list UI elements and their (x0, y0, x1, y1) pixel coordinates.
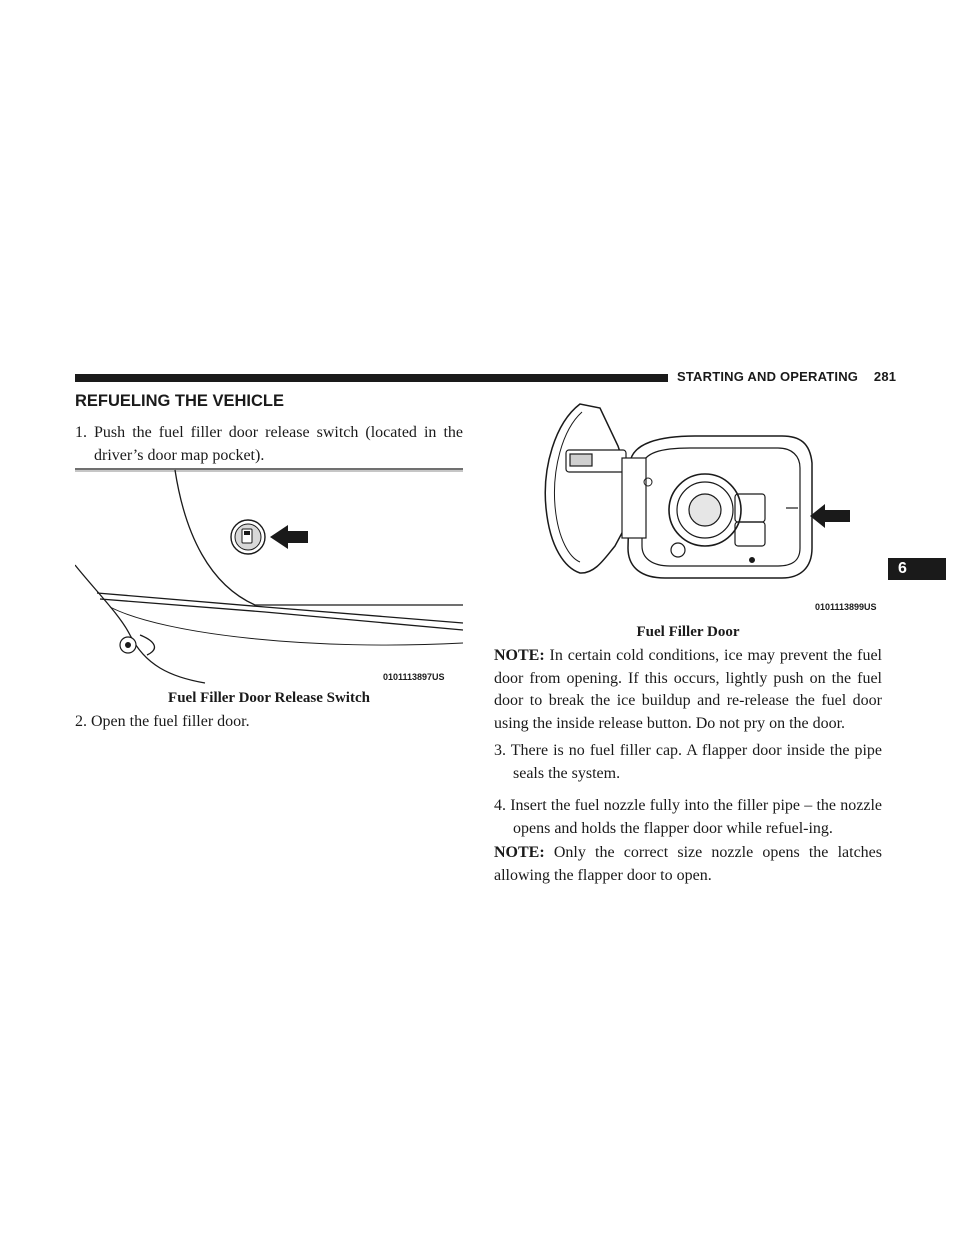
section-title: REFUELING THE VEHICLE (75, 392, 285, 410)
running-header: STARTING AND OPERATING 281 (677, 369, 896, 384)
note-1-label: NOTE: (494, 647, 545, 664)
note-2-label: NOTE: (494, 844, 545, 861)
arrow-icon (270, 525, 308, 549)
step-4: 4. Insert the fuel nozzle fully into the… (494, 797, 882, 837)
figure-2-caption: Fuel Filler Door (636, 624, 740, 640)
note-1: NOTE: In certain cold conditions, ice ma… (494, 645, 882, 735)
figure-1-caption: Fuel Filler Door Release Switch (168, 690, 370, 706)
page-number: 281 (873, 369, 897, 384)
step-1: 1. Push the fuel filler door release swi… (75, 424, 463, 464)
fuel-filler-door-illustration (544, 403, 850, 579)
note-2-text: Only the correct size nozzle opens the l… (494, 844, 883, 884)
note-1-text: In certain cold conditions, ice may prev… (494, 647, 883, 732)
header-rule (75, 374, 668, 382)
filler-neck-icon (643, 473, 798, 563)
header-section-title: STARTING AND OPERATING (677, 369, 859, 384)
arrow-icon (810, 504, 850, 528)
chapter-tab: 6 (888, 558, 946, 580)
figure-1-code: 0101113897US (383, 672, 445, 682)
bolt-icon (119, 636, 137, 654)
step-2: 2. Open the fuel filler door. (75, 713, 250, 730)
release-switch-icon (230, 519, 266, 555)
hinge-icon (565, 449, 647, 539)
figure-2-code: 0101113899US (815, 602, 877, 612)
release-switch-illustration (75, 468, 464, 684)
step-3: 3. There is no fuel filler cap. A flappe… (494, 742, 882, 782)
note-2: NOTE: Only the correct size nozzle opens… (494, 842, 882, 887)
